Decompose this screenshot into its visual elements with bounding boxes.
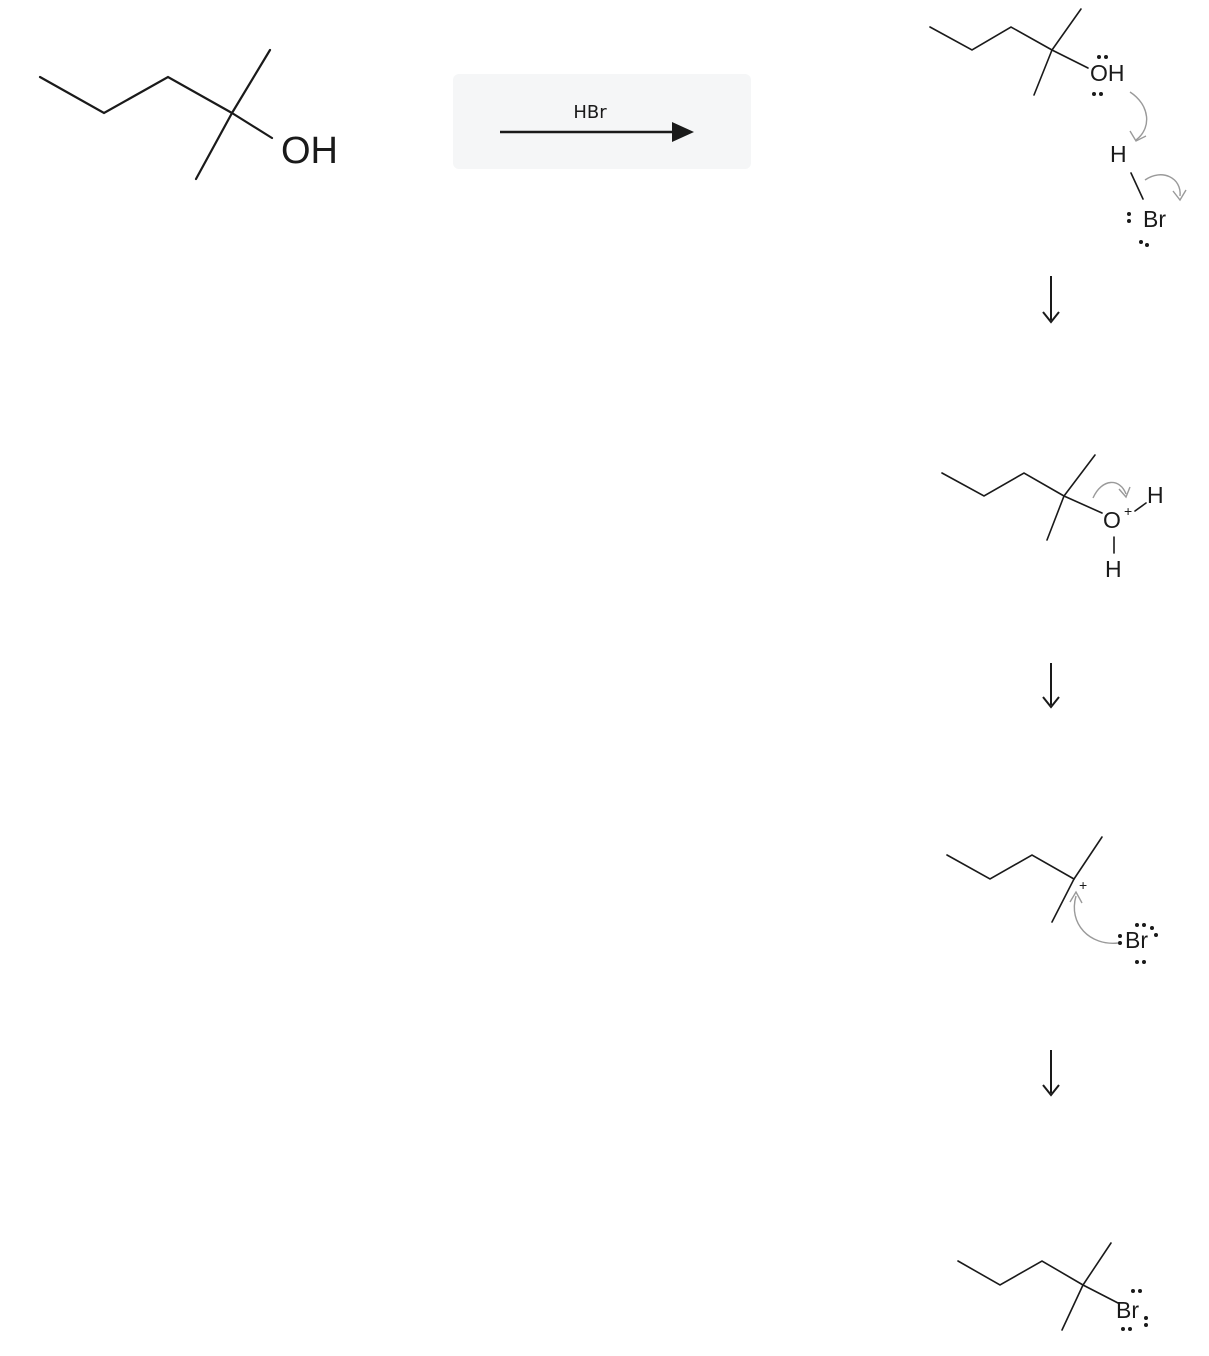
curly-arrowhead — [1172, 189, 1187, 202]
curly-arrowhead — [1118, 486, 1131, 499]
curly-arrow-o-to-h — [1129, 91, 1148, 141]
mechanism-step-2: O + H H — [941, 454, 1164, 582]
reactant-molecule: OH — [38, 48, 338, 181]
step3-methyl-up — [1073, 836, 1103, 880]
step-arrow-2 — [1042, 663, 1060, 709]
step3-positive-charge: + — [1079, 877, 1087, 893]
step1-carbon-chain — [929, 26, 1053, 51]
reagent-label: HBr — [573, 102, 607, 123]
step1-br-label: Br — [1143, 206, 1166, 232]
lone-pair-dot — [1145, 243, 1149, 247]
lone-pair-dot — [1135, 960, 1139, 964]
step2-positive-charge: + — [1124, 503, 1132, 519]
lone-pair-dot — [1104, 55, 1108, 59]
lone-pair-dot — [1139, 240, 1143, 244]
lone-pair-dot — [1128, 1327, 1132, 1331]
lone-pair-dot — [1097, 55, 1101, 59]
lone-pair-dot — [1144, 1316, 1148, 1320]
product-methyl-up — [1082, 1242, 1112, 1286]
product-c-br-bond — [1082, 1284, 1119, 1304]
lone-pair-dot — [1138, 1289, 1142, 1293]
reaction-arrow: HBr — [500, 102, 694, 142]
step2-carbon-chain — [941, 472, 1065, 497]
lone-pair-dot — [1144, 1323, 1148, 1327]
lone-pair-dot — [1154, 933, 1158, 937]
curly-arrow-c-o-bond — [1092, 481, 1127, 499]
reactant-methyl-up — [230, 48, 272, 115]
curly-arrowhead — [1069, 890, 1083, 904]
lone-pair-dot — [1121, 1327, 1125, 1331]
arrow-head — [672, 122, 694, 142]
step3-carbon-chain — [946, 854, 1075, 880]
h-br-bond — [1130, 172, 1144, 200]
lone-pair-dot — [1135, 923, 1139, 927]
step3-methyl-down — [1051, 878, 1075, 923]
lone-pair-dot — [1099, 92, 1103, 96]
step2-methyl-down — [1046, 495, 1065, 541]
product-br-label: Br — [1116, 1297, 1139, 1323]
product-carbon-chain — [957, 1260, 1084, 1286]
step3-br-label: Br — [1125, 927, 1148, 953]
step2-methyl-up — [1063, 454, 1096, 497]
lone-pair-dot — [1127, 219, 1131, 223]
reactant-methyl-down — [194, 111, 234, 181]
reactant-carbon-chain — [38, 75, 234, 115]
lone-pair-dot — [1142, 923, 1146, 927]
mechanism-step-1: OH H Br — [929, 8, 1187, 247]
step2-h-bottom-label: H — [1105, 556, 1122, 582]
step1-c-o-bond — [1051, 49, 1089, 69]
step1-h-label: H — [1110, 141, 1127, 167]
step-arrow-1 — [1042, 276, 1060, 324]
curly-arrowhead — [1129, 130, 1147, 142]
lone-pair-dot — [1142, 960, 1146, 964]
step-arrow-3 — [1042, 1050, 1060, 1097]
step2-h-right-label: H — [1147, 482, 1164, 508]
step2-o-label: O — [1103, 507, 1121, 533]
lone-pair-dot — [1092, 92, 1096, 96]
reactant-c-o-bond — [230, 111, 274, 140]
o-h-bond-right — [1134, 502, 1147, 512]
reactant-oh-label: OH — [281, 130, 338, 172]
product-methyl-down — [1061, 1284, 1084, 1331]
step1-methyl-down — [1033, 49, 1053, 96]
lone-pair-dot — [1118, 941, 1122, 945]
lone-pair-dot — [1131, 1289, 1135, 1293]
curly-arrow-bond-to-br — [1144, 174, 1181, 197]
lone-pair-dot — [1118, 934, 1122, 938]
lone-pair-dot — [1150, 926, 1154, 930]
reagent-box — [453, 74, 751, 169]
mechanism-step-3: + Br — [946, 836, 1158, 964]
lone-pair-dot — [1127, 212, 1131, 216]
mechanism-step-4-product: Br — [957, 1242, 1148, 1331]
step2-c-o-bond — [1063, 495, 1103, 514]
step1-oh-label: OH — [1090, 60, 1125, 86]
curly-arrow-br-to-carbocation — [1073, 895, 1119, 944]
step1-methyl-up — [1051, 8, 1082, 51]
